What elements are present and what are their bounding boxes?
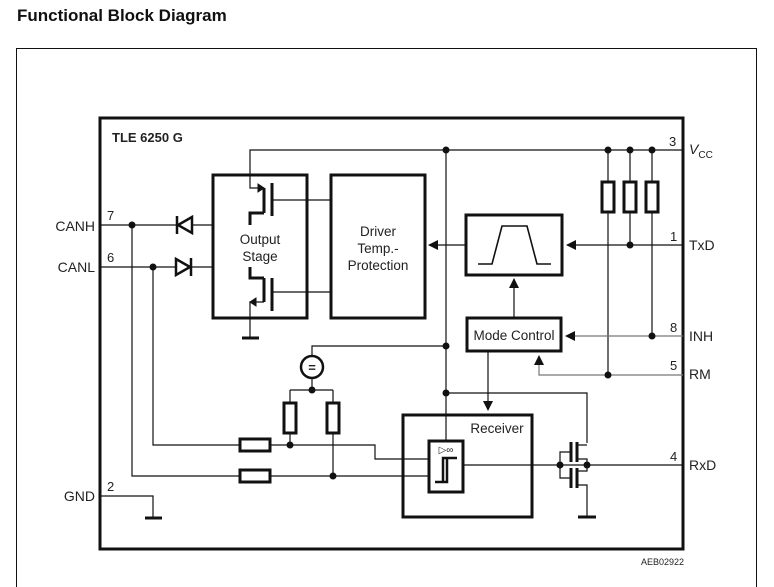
pin-vcc-number: 3: [669, 134, 676, 149]
chip-name: TLE 6250 G: [112, 130, 183, 145]
resistor-txd: [622, 180, 638, 214]
receiver-label: Receiver: [470, 421, 524, 436]
pin-gnd-number: 2: [107, 479, 114, 494]
pin-inh-label: INH: [689, 328, 713, 344]
pin-vcc: 3 VCC: [669, 134, 713, 161]
receiver-supply-branch: [446, 392, 588, 443]
vsource-junction: [442, 342, 450, 350]
output-stage-block: [211, 173, 309, 320]
vcc-junctions: [442, 146, 656, 154]
resistor-rm: [600, 180, 616, 214]
driver-block: [329, 173, 427, 320]
canl-junction: [149, 263, 157, 271]
output-stage-label-2: Stage: [242, 249, 277, 264]
driver-label-2: Temp.-: [357, 241, 398, 256]
receiver-block: [401, 413, 534, 519]
comparator-symbol: ▷∞: [439, 445, 454, 456]
driver-label-3: Protection: [348, 258, 409, 273]
pin-canl-label: CANL: [58, 259, 96, 275]
pin-canh-label: CANH: [55, 218, 95, 234]
gnd-line: [100, 495, 154, 517]
chip-boundary: [98, 116, 685, 551]
page-title: Functional Block Diagram: [17, 6, 227, 25]
figure-reference: AEB02922: [641, 557, 684, 567]
canh-junction: [128, 221, 136, 229]
bias-junction-top: [308, 386, 316, 394]
vsource-supply-line: [311, 345, 446, 356]
figure-frame: [16, 48, 757, 587]
rm-line: [534, 355, 683, 376]
can-lines: [100, 224, 240, 477]
pin-vcc-label: VCC: [689, 141, 713, 161]
voltage-source-symbol: =: [308, 360, 316, 375]
pin-gnd-label: GND: [64, 488, 95, 504]
pin-inh-number: 8: [670, 320, 677, 335]
canh-diode: [175, 214, 194, 236]
resistor-inh: [644, 180, 660, 214]
rxd-drain-junction: [583, 461, 591, 469]
input-resistors: [238, 437, 272, 484]
pin-canl-number: 6: [107, 250, 114, 265]
high-side-transistor: [248, 179, 331, 225]
txd-junction: [626, 241, 634, 249]
txd-filter-block: [464, 213, 564, 277]
pin-txd-number: 1: [670, 229, 677, 244]
driver-label-1: Driver: [360, 224, 397, 239]
pin-rxd-number: 4: [670, 449, 677, 464]
hysteresis-icon: [435, 456, 457, 484]
pin-canh-number: 7: [107, 208, 114, 223]
bias-junction-right: [329, 472, 337, 480]
pulse-icon: [478, 225, 551, 265]
pullup-resistors: [600, 180, 660, 214]
pin-rm-label: RM: [689, 366, 711, 382]
pin-txd-label: TxD: [689, 237, 715, 253]
bias-junction-left: [286, 441, 294, 449]
rm-junction: [604, 371, 612, 379]
canl-diode: [174, 256, 193, 278]
mode-control-label: Mode Control: [473, 328, 554, 343]
low-side-transistor: [242, 267, 331, 340]
pin-rxd-label: RxD: [689, 457, 716, 473]
output-stage-label-1: Output: [240, 232, 281, 247]
rxd-output-transistors: [559, 442, 596, 519]
inh-junction: [648, 332, 656, 340]
pin-rm-number: 5: [670, 358, 677, 373]
bias-resistors: [282, 401, 341, 435]
rxd-gate-junction: [556, 461, 564, 469]
